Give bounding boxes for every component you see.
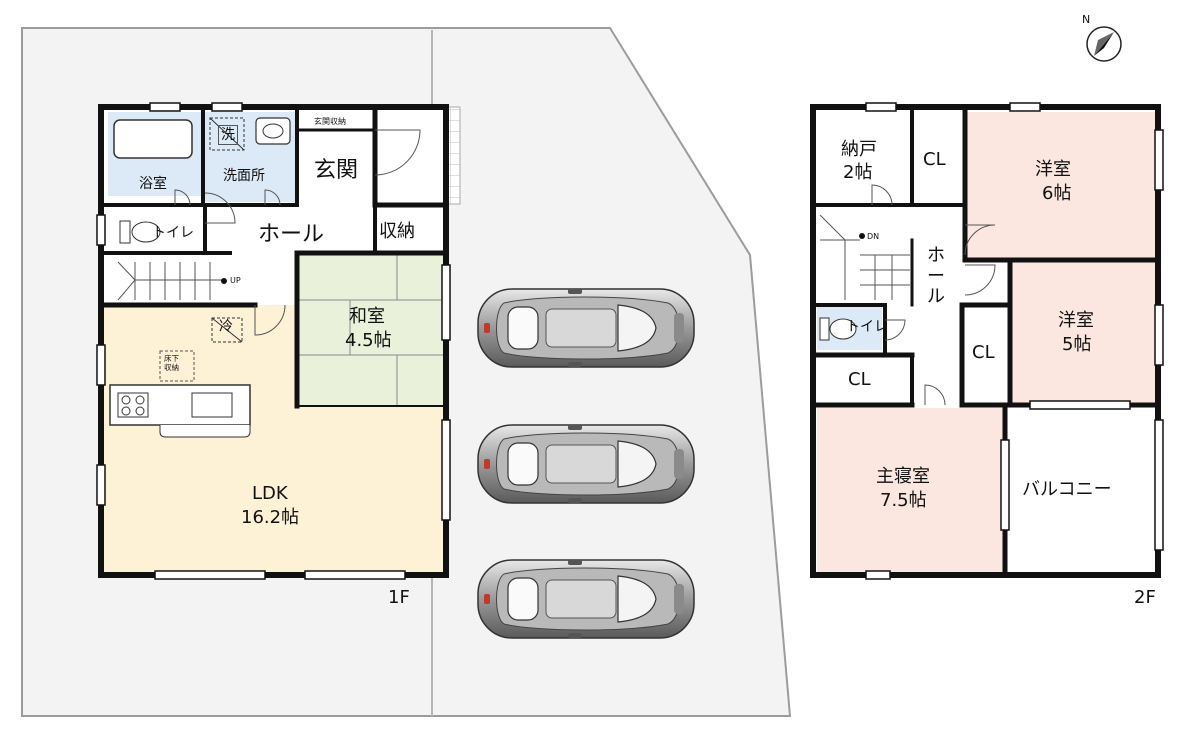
label-master-size: 7.5帖 xyxy=(880,490,927,511)
label-cl-2: CL xyxy=(972,342,995,363)
label-hall-1f: ホール xyxy=(258,222,325,247)
label-entrance: 玄関 xyxy=(314,158,359,183)
2f-windows xyxy=(865,102,1164,580)
bath-tub xyxy=(113,119,193,159)
label-toilet-2f: トイレ xyxy=(846,319,888,335)
master-floor xyxy=(817,408,1007,572)
car-3 xyxy=(477,559,695,639)
label-nando-size: 2帖 xyxy=(843,162,873,183)
2f-doors xyxy=(871,184,996,406)
label-fridge: 冷 xyxy=(219,319,233,335)
label-washroom: 洗面所 xyxy=(223,168,265,184)
label-western-a-name: 洋室 xyxy=(1035,159,1071,180)
stairs-1f xyxy=(117,261,222,301)
1f-walls xyxy=(98,104,449,578)
label-hall-2f: ホール xyxy=(927,245,945,308)
parking-cars xyxy=(477,288,695,639)
label-balcony: バルコニー xyxy=(1022,479,1112,500)
label-underfloor-storage: 床下 収納 xyxy=(164,354,179,372)
stairs-2f xyxy=(819,214,910,300)
label-bath: 浴室 xyxy=(139,176,167,192)
1f-doors xyxy=(174,129,421,336)
fridge-box xyxy=(211,317,243,343)
label-cl-3: CL xyxy=(848,369,871,390)
toilet-2f xyxy=(819,317,857,341)
1f-windows xyxy=(96,102,451,580)
underfloor-storage-box xyxy=(159,350,195,382)
car-2 xyxy=(477,424,695,504)
label-ldk-size: 16.2帖 xyxy=(241,507,300,528)
label-washer: 洗 xyxy=(218,125,238,146)
label-washitsu-name: 和室 xyxy=(349,306,385,327)
label-storage: 収納 xyxy=(379,221,415,242)
label-western-b-size: 5帖 xyxy=(1062,334,1092,355)
label-cl-1: CL xyxy=(923,149,946,170)
label-up: UP xyxy=(230,276,241,285)
kitchen-counter xyxy=(109,384,251,438)
label-western-a-size: 6帖 xyxy=(1042,183,1072,204)
washitsu-floor xyxy=(297,253,446,406)
label-ldk-name: LDK xyxy=(252,483,288,504)
label-washitsu-size: 4.5帖 xyxy=(345,330,392,351)
label-floor-1f: 1F xyxy=(388,587,410,608)
2f-walls xyxy=(810,104,1161,578)
car-1 xyxy=(477,288,695,368)
label-floor-2f: 2F xyxy=(1134,587,1156,608)
western-a-floor xyxy=(965,112,1155,260)
western-b-floor xyxy=(1010,262,1155,404)
label-master-name: 主寝室 xyxy=(876,466,930,487)
label-nando-name: 納戸 xyxy=(841,139,877,160)
compass-icon xyxy=(1086,26,1122,62)
label-western-b-name: 洋室 xyxy=(1058,310,1094,331)
label-dn: DN xyxy=(867,232,880,241)
sink xyxy=(255,117,291,145)
toilet-1f xyxy=(119,220,161,244)
label-entrance-storage: 玄関収納 xyxy=(314,117,346,126)
washitsu-tatami xyxy=(297,253,446,406)
washer-box xyxy=(209,117,245,151)
label-toilet-1f: トイレ xyxy=(152,225,194,241)
compass-n-label: N xyxy=(1082,13,1091,26)
